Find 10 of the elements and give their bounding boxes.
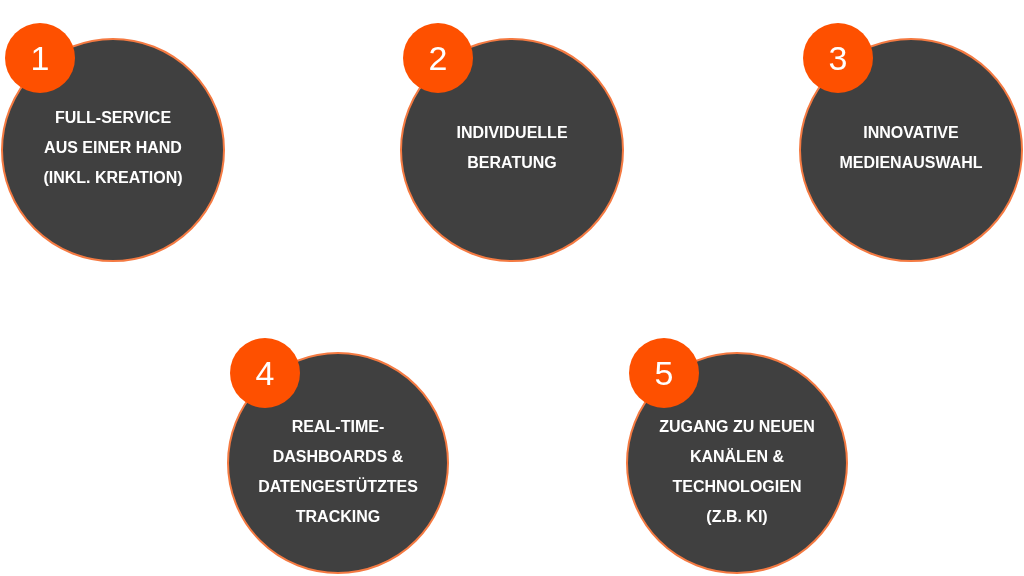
step-text: FULL-SERVICE AUS EINER HAND (INKL. KREATION) xyxy=(42,108,184,188)
step-number-badge: 3 xyxy=(803,23,873,93)
step-number-badge: 1 xyxy=(5,23,75,93)
step-text: INDIVIDUELLE BERATUNG xyxy=(455,123,569,173)
step-number-badge: 4 xyxy=(230,338,300,408)
step-number-badge: 2 xyxy=(403,23,473,93)
step-text: INNOVATIVE MEDIENAUSWAHL xyxy=(838,123,984,173)
step-text: REAL-TIME-DASHBOARDS & DATENGESTÜTZTES TRACKING xyxy=(257,417,419,527)
step-text: ZUGANG ZU NEUEN KANÄLEN & TECHNOLOGIEN (Z.B. KI) xyxy=(658,417,816,527)
step-number-badge: 5 xyxy=(629,338,699,408)
